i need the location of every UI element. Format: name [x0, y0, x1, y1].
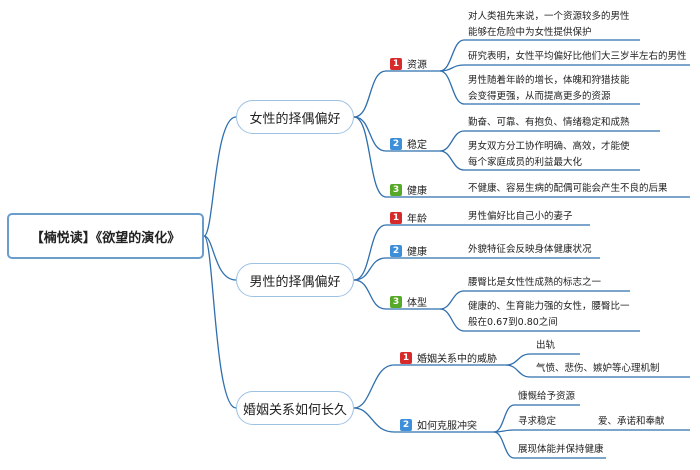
leaf-waist-hip-range[interactable]: 健康的、生育能力强的女性，腰臀比一 般在0.67到0.80之间 — [468, 301, 630, 328]
subtopic-label: 健康 — [407, 186, 427, 197]
branch-label: 男性的择偶偏好 — [249, 274, 341, 290]
subtopic-label: 资源 — [407, 60, 427, 71]
branch-label: 婚姻关系如何长久 — [242, 402, 347, 418]
leaf-seek-stability[interactable]: 寻求稳定 — [518, 416, 557, 427]
root-label: 【楠悦读】《欲望的演化》 — [30, 230, 181, 246]
subtopic-label: 婚姻关系中的威胁 — [417, 354, 497, 365]
leaf-resources-older[interactable]: 研究表明，女性平均偏好比他们大三岁半左右的男性 — [468, 51, 687, 62]
subtopic-label: 体型 — [407, 298, 427, 309]
leaf-health-consequence[interactable]: 不健康、容易生病的配偶可能会产生不良的后果 — [468, 183, 668, 194]
subtopic-marriage-threats[interactable]: 1 婚姻关系中的威胁 — [400, 350, 497, 365]
priority-1-icon: 1 — [400, 351, 412, 364]
subtopic-overcome-conflict[interactable]: 2 如何克服冲突 — [400, 417, 477, 432]
leaf-waist-hip-ratio[interactable]: 腰臀比是女性性成熟的标志之一 — [468, 277, 602, 288]
subtopic-label: 如何克服冲突 — [417, 421, 477, 432]
subtopic-stability[interactable]: 2 稳定 — [390, 136, 427, 151]
leaf-love-commitment[interactable]: 爱、承诺和奉献 — [598, 416, 665, 427]
leaf-appearance-health[interactable]: 外貌特征会反映身体健康状况 — [468, 244, 592, 255]
branch-female-preference[interactable]: 女性的择偶偏好 — [236, 100, 354, 134]
subtopic-label: 健康 — [407, 247, 427, 258]
leaf-resources-protection[interactable]: 对人类祖先来说，一个资源较多的男性 能够在危险中为女性提供保护 — [468, 11, 630, 38]
root-topic[interactable]: 【楠悦读】《欲望的演化》 — [7, 213, 204, 259]
branch-male-preference[interactable]: 男性的择偶偏好 — [236, 263, 354, 297]
leaf-infidelity[interactable]: 出轨 — [536, 340, 556, 351]
leaf-show-fitness[interactable]: 展现体能并保持健康 — [518, 444, 604, 455]
branch-label: 女性的择偶偏好 — [249, 111, 341, 127]
subtopic-label: 年龄 — [407, 214, 427, 225]
leaf-resources-skills[interactable]: 男性随着年龄的增长，体魄和狩猎技能 会变得更强，从而提高更多的资源 — [468, 75, 630, 102]
subtopic-health[interactable]: 3 健康 — [390, 182, 427, 197]
leaf-give-resources[interactable]: 慷慨给予资源 — [518, 391, 576, 402]
priority-1-icon: 1 — [390, 57, 402, 70]
priority-3-icon: 3 — [390, 295, 402, 308]
subtopic-label: 稳定 — [407, 140, 427, 151]
leaf-age-younger-wife[interactable]: 男性偏好比自己小的妻子 — [468, 211, 573, 222]
priority-1-icon: 1 — [390, 211, 402, 224]
leaf-emotional-mechanisms[interactable]: 气愤、悲伤、嫉妒等心理机制 — [536, 363, 660, 374]
priority-2-icon: 2 — [390, 244, 402, 257]
branch-lasting-marriage[interactable]: 婚姻关系如何长久 — [236, 391, 354, 425]
subtopic-male-health[interactable]: 2 健康 — [390, 243, 427, 258]
subtopic-body-shape[interactable]: 3 体型 — [390, 294, 427, 309]
subtopic-resources[interactable]: 1 资源 — [390, 56, 427, 71]
leaf-stability-cooperation[interactable]: 男女双方分工协作明确、高效，才能使 每个家庭成员的利益最大化 — [468, 141, 630, 168]
subtopic-age[interactable]: 1 年龄 — [390, 210, 427, 225]
leaf-stability-traits[interactable]: 勤奋、可靠、有抱负、情绪稳定和成熟 — [468, 117, 630, 128]
priority-2-icon: 2 — [400, 418, 412, 431]
priority-3-icon: 3 — [390, 183, 402, 196]
priority-2-icon: 2 — [390, 137, 402, 150]
